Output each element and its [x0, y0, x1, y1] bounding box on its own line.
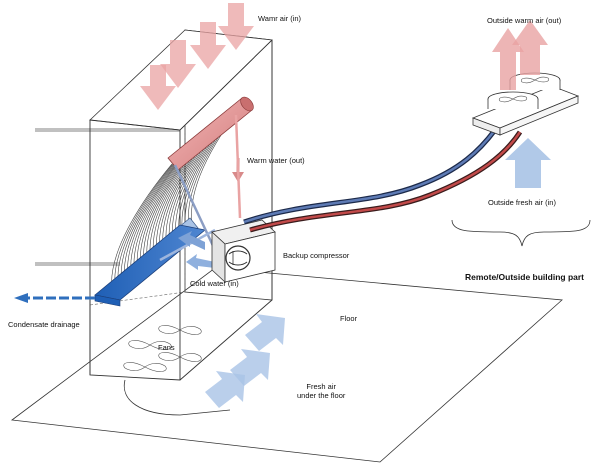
outside-fresh-air-in-arrow — [505, 138, 551, 188]
fresh-air-under-floor-arrows — [205, 314, 285, 408]
label-condensate-drainage: Condensate drainage — [8, 320, 80, 329]
label-remote-outside-part: Remote/Outside building part — [465, 272, 585, 282]
outside-condenser-unit — [471, 72, 580, 136]
warm-water-header — [167, 96, 254, 171]
label-fresh-air-under-floor: Fresh air under the floor — [297, 382, 346, 400]
label-fresh-air-line2: under the floor — [297, 390, 346, 400]
coil-fin — [114, 161, 176, 288]
warm-water-out-arrow — [232, 114, 244, 219]
label-fans: Fans — [158, 343, 175, 352]
cold-water-in-arrow — [186, 254, 215, 270]
outside-part-brace — [451, 219, 591, 247]
coil-fin — [111, 163, 173, 291]
label-floor: Floor — [340, 314, 358, 323]
cold-air-arrow — [178, 231, 205, 250]
coil-fin — [120, 156, 181, 283]
floor-duct-curve — [123, 379, 231, 416]
floor-fans — [123, 325, 202, 372]
label-outside-warm-air-out: Outside warm air (out) — [487, 16, 562, 25]
label-warm-water-out: Warm water (out) — [247, 156, 305, 165]
label-backup-compressor: Backup compressor — [283, 251, 350, 260]
label-outside-fresh-air-in: Outside fresh air (in) — [488, 198, 556, 207]
outside-warm-air-out-arrow — [492, 20, 548, 90]
warm-air-in-arrows — [140, 3, 254, 110]
floor-plane — [10, 267, 563, 463]
label-warm-air-in: Wamr air (in) — [258, 14, 302, 23]
condensate-drainage-arrow — [14, 293, 95, 303]
internal-tube-a — [173, 164, 217, 251]
label-fresh-air-line1: Fresh air — [306, 382, 336, 391]
coil-fin — [117, 159, 178, 285]
label-cold-water-in: Cold water (in) — [190, 279, 239, 288]
refrigerant-pipes — [243, 128, 523, 233]
